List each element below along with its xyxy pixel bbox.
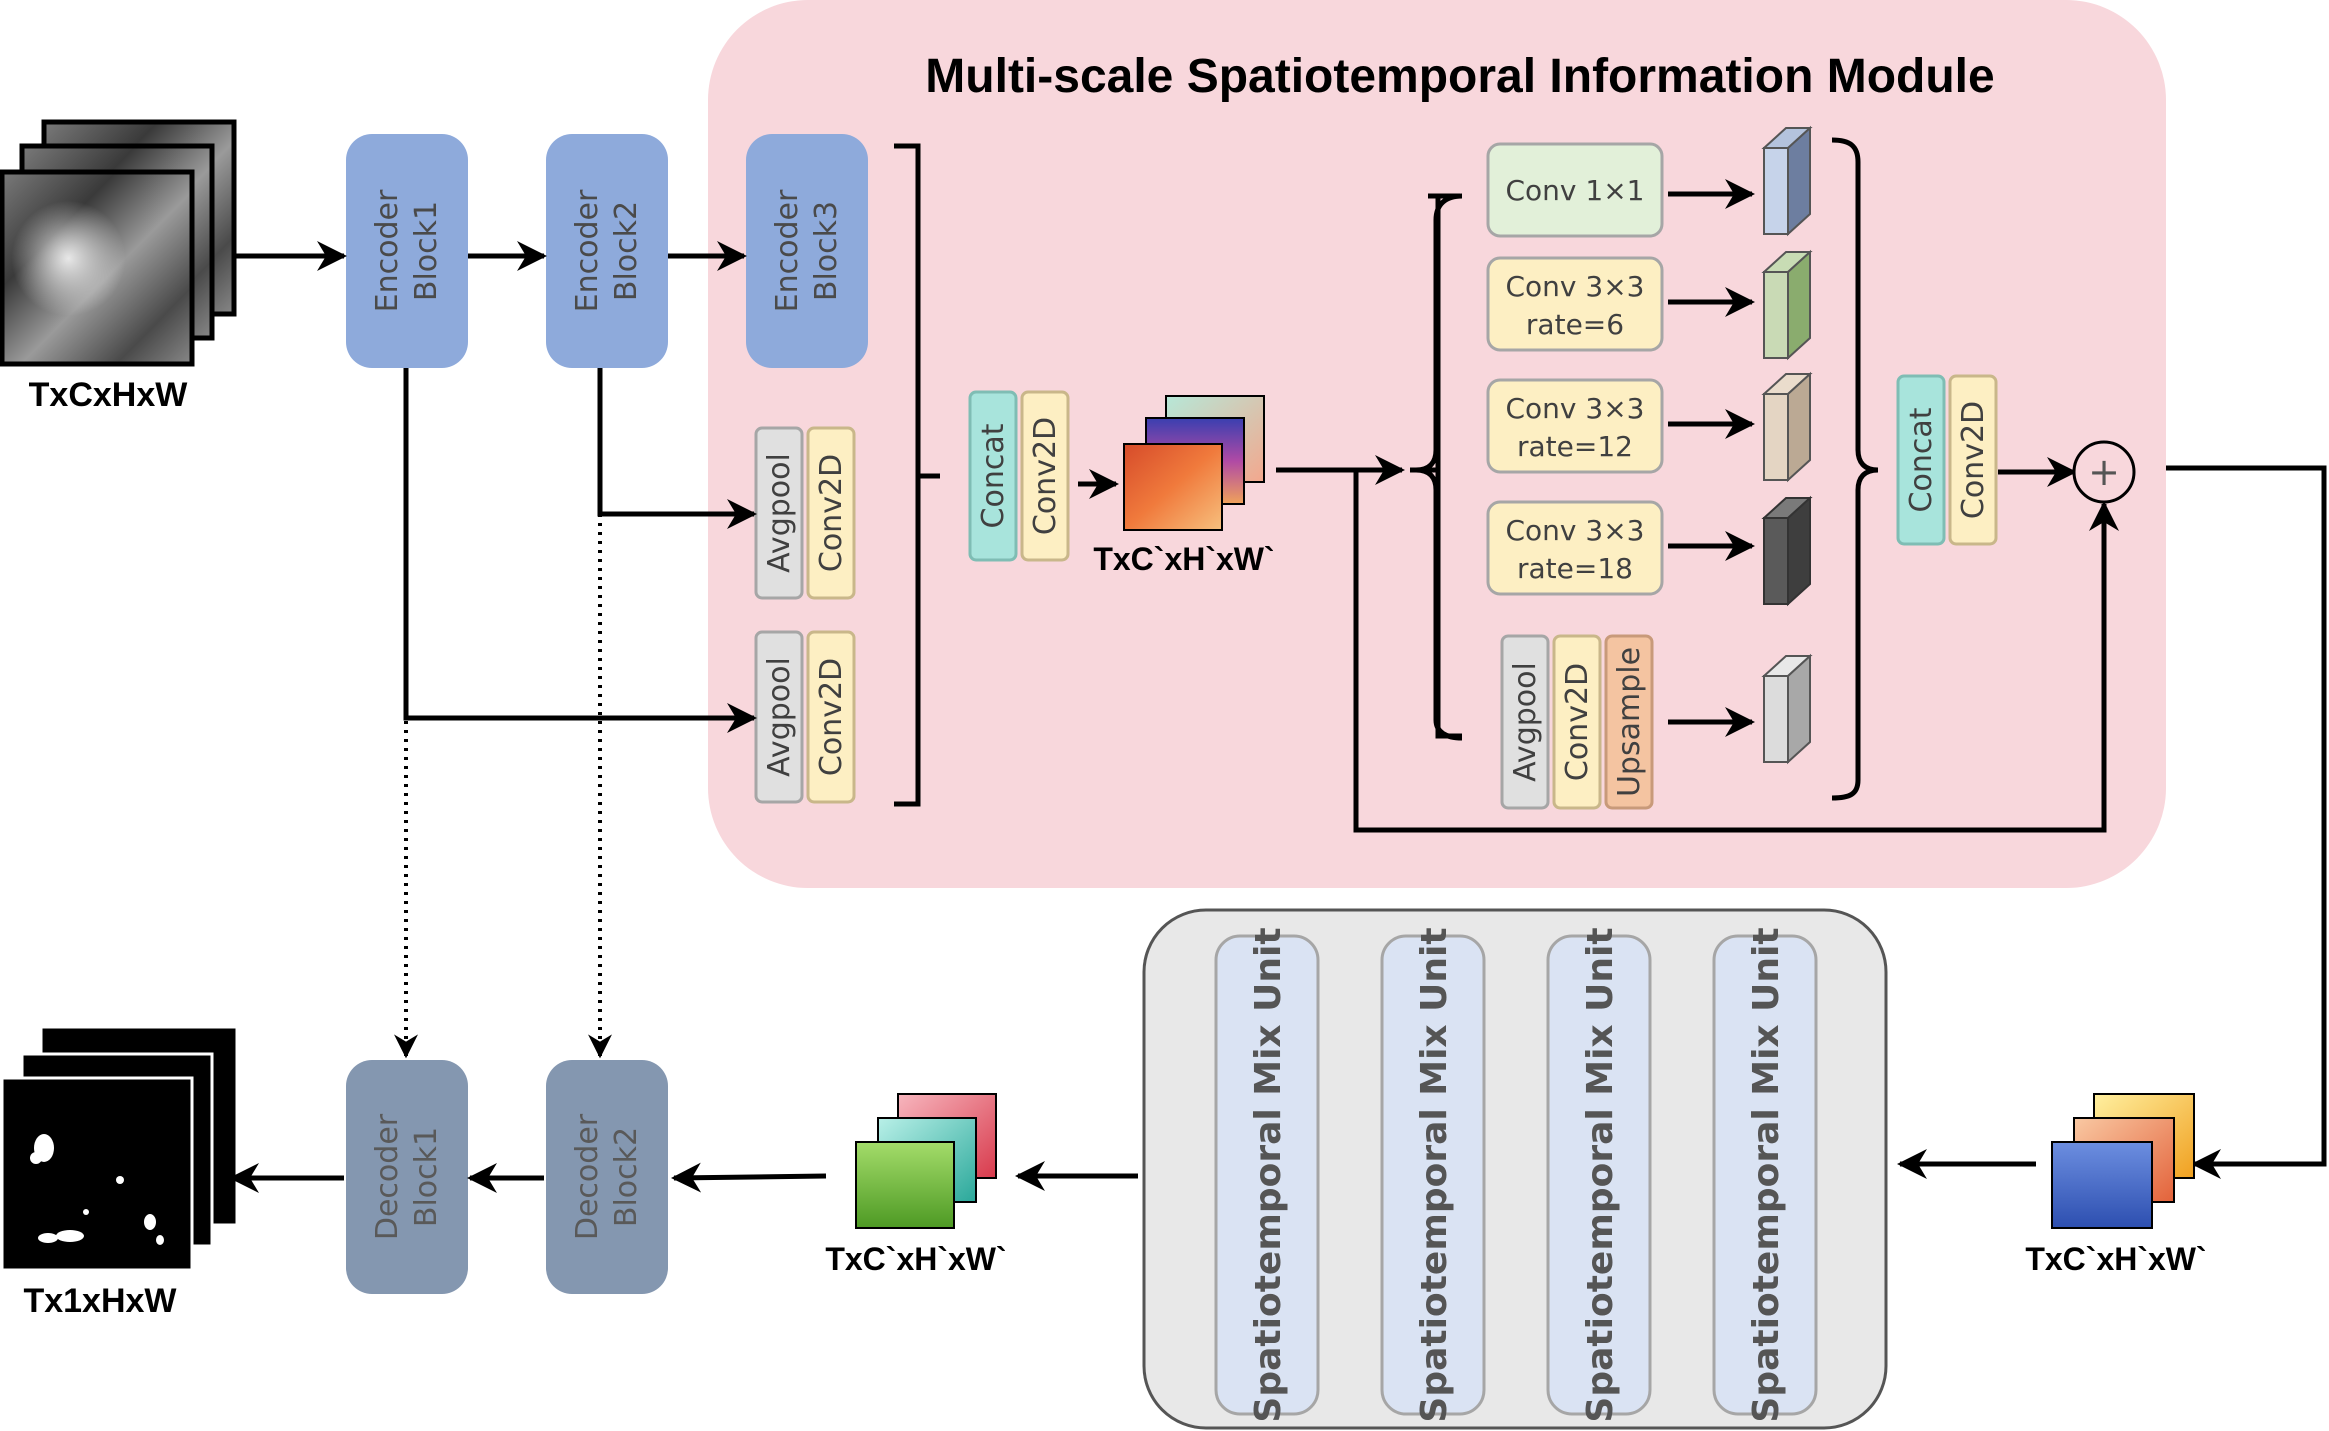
add-node: + <box>2072 440 2136 504</box>
svg-text:Conv2D: Conv2D <box>1560 663 1595 781</box>
svg-text:Encoder: Encoder <box>370 189 405 312</box>
svg-text:Block1: Block1 <box>409 1127 444 1227</box>
avgpool-conv2d-upper: Avgpool Conv2D <box>754 426 856 600</box>
svg-text:Spatiotemporal Mix Unit: Spatiotemporal Mix Unit <box>1248 927 1289 1422</box>
input-image-stack <box>0 119 237 367</box>
concat-conv2d-mid: Concat Conv2D <box>968 390 1070 562</box>
aspp-branch-arrows <box>1668 179 1755 737</box>
module-title: Multi-scale Spatiotemporal Information M… <box>925 50 1994 103</box>
left-bracket <box>894 143 940 807</box>
conv-1x1: Conv 1×1 <box>1486 142 1664 238</box>
svg-text:Avgpool: Avgpool <box>762 453 797 573</box>
feature-bottom-label: TxC`xH`xW` <box>825 1241 1006 1277</box>
svg-text:Conv2D: Conv2D <box>814 454 849 572</box>
svg-text:Concat: Concat <box>1904 407 1939 512</box>
slab-3 <box>1761 371 1813 483</box>
output-image-stack <box>0 1028 236 1272</box>
svg-text:Upsample: Upsample <box>1612 647 1647 797</box>
aspp-input-lines <box>1276 455 2119 833</box>
arrow-to-decoder2 <box>671 1162 827 1193</box>
svg-text:rate=6: rate=6 <box>1526 308 1624 341</box>
slab-2 <box>1761 249 1813 361</box>
svg-text:Avgpool: Avgpool <box>1508 662 1543 782</box>
slab-5 <box>1761 653 1813 765</box>
conv-3x3-rate12: Conv 3×3 rate=12 <box>1486 378 1664 474</box>
pool-conv-upsample: Avgpool Conv2D Upsample <box>1500 634 1654 810</box>
decoder-block2: Decoder Block2 <box>546 1060 668 1294</box>
feature-mid-label: TxC`xH`xW` <box>1093 541 1274 577</box>
svg-text:rate=12: rate=12 <box>1517 430 1633 463</box>
feature-map-right <box>2051 1093 2195 1229</box>
feature-map-mid <box>1123 395 1265 531</box>
encoder-block3: Encoder Block3 <box>746 134 868 368</box>
svg-text:Encoder: Encoder <box>770 189 805 312</box>
avgpool-conv2d-lower: Avgpool Conv2D <box>754 630 856 804</box>
svg-text:Block1: Block1 <box>409 201 444 301</box>
encoder-decoder-dotted <box>394 370 612 1059</box>
svg-text:Conv 3×3: Conv 3×3 <box>1506 392 1645 425</box>
aspp-left-brace <box>1415 193 1463 741</box>
svg-text:Spatiotemporal Mix Unit: Spatiotemporal Mix Unit <box>1580 927 1621 1422</box>
slab-1 <box>1761 125 1813 237</box>
mix-unit-4: Spatiotemporal Mix Unit <box>1712 927 1818 1423</box>
output-label: Tx1xHxW <box>23 1282 177 1320</box>
conv-3x3-rate6: Conv 3×3 rate=6 <box>1486 256 1664 352</box>
slab-4 <box>1761 495 1813 607</box>
concat-conv2d-right: Concat Conv2D <box>1896 374 1998 546</box>
svg-text:Block3: Block3 <box>809 201 844 301</box>
svg-text:+: + <box>2088 450 2120 494</box>
svg-text:Conv 1×1: Conv 1×1 <box>1506 174 1645 207</box>
svg-text:Decoder: Decoder <box>570 1113 605 1240</box>
mix-units-container <box>1142 908 1888 1430</box>
aspp-right-brace <box>1831 137 1879 801</box>
encoder-block2: Encoder Block2 <box>546 134 668 368</box>
feature-map-bottom <box>855 1093 997 1229</box>
svg-text:Conv 3×3: Conv 3×3 <box>1506 270 1645 303</box>
module-output-line <box>2166 465 2327 1179</box>
svg-text:Spatiotemporal Mix Unit: Spatiotemporal Mix Unit <box>1746 927 1787 1422</box>
mix-unit-1: Spatiotemporal Mix Unit <box>1214 927 1320 1423</box>
svg-text:Encoder: Encoder <box>570 189 605 312</box>
svg-text:Conv2D: Conv2D <box>1956 401 1991 519</box>
svg-text:Conv 3×3: Conv 3×3 <box>1506 514 1645 547</box>
svg-text:Spatiotemporal Mix Unit: Spatiotemporal Mix Unit <box>1414 927 1455 1422</box>
svg-text:Conv2D: Conv2D <box>1028 417 1063 535</box>
conv-3x3-rate18: Conv 3×3 rate=18 <box>1486 500 1664 596</box>
mix-unit-3: Spatiotemporal Mix Unit <box>1546 927 1652 1423</box>
mix-unit-2: Spatiotemporal Mix Unit <box>1380 927 1486 1423</box>
feature-right-label: TxC`xH`xW` <box>2025 1241 2206 1277</box>
decoder-block1: Decoder Block1 <box>346 1060 468 1294</box>
encoder-block1: Encoder Block1 <box>346 134 468 368</box>
svg-text:Conv2D: Conv2D <box>814 658 849 776</box>
svg-text:rate=18: rate=18 <box>1517 552 1633 585</box>
encoder-skip-lines <box>403 368 757 733</box>
svg-text:Avgpool: Avgpool <box>762 657 797 777</box>
svg-text:Block2: Block2 <box>609 1127 644 1227</box>
svg-text:Concat: Concat <box>976 423 1011 528</box>
svg-text:Decoder: Decoder <box>370 1113 405 1240</box>
input-label: TxCxHxW <box>29 376 189 414</box>
svg-text:Block2: Block2 <box>609 201 644 301</box>
